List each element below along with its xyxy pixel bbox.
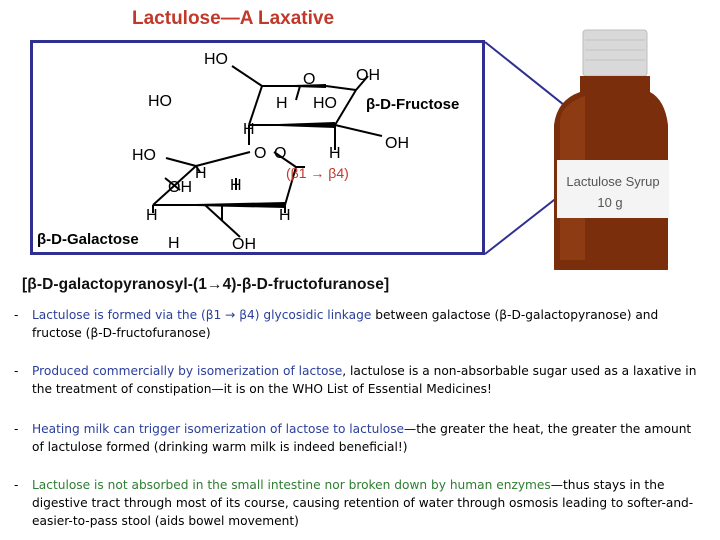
bullet-item: - Heating milk can trigger isomerization… xyxy=(14,422,692,454)
body-text: between galactose (β-D-galactopyranose) … xyxy=(32,308,659,340)
atom-ho: HO xyxy=(204,51,228,68)
highlight-text: Lactulose is formed via the (β1 → β4) gl… xyxy=(32,308,372,322)
glycosidic-linkage-label: (β1 → β4) xyxy=(286,165,349,181)
atom-h: H xyxy=(243,121,255,138)
atom-h: H xyxy=(146,207,158,224)
highlight-text: Lactulose is not absorbed in the small i… xyxy=(32,478,551,492)
page-title: Lactulose—A Laxative xyxy=(132,8,335,29)
bullet-item: - Lactulose is formed via the (β1 → β4) … xyxy=(14,308,659,340)
bullet-item: - Lactulose is not absorbed in the small… xyxy=(14,478,694,528)
atom-oh: OH xyxy=(356,67,380,84)
iupac-name: [β-D-galactopyranosyl-(1→4)-β-D-fructofu… xyxy=(22,276,390,293)
atom-o: O xyxy=(274,145,286,162)
atom-h: H xyxy=(230,177,242,194)
highlight-text: Heating milk can trigger isomerization o… xyxy=(32,422,405,436)
atom-oh: OH xyxy=(232,236,256,253)
bottle-label-line1: Lactulose Syrup xyxy=(566,174,659,189)
body-text: —thus stays in the digestive tract throu… xyxy=(32,478,694,528)
lactulose-bottle-image xyxy=(554,29,669,270)
body-text: —the greater the heat, the greater the a… xyxy=(32,422,692,454)
atom-ho: HO xyxy=(148,93,172,110)
structure-frame xyxy=(30,40,485,255)
bottle-label xyxy=(557,160,669,218)
atom-h: H xyxy=(279,207,291,224)
bottle-label-line2: 10 g xyxy=(597,195,622,210)
atom-oh: OH xyxy=(168,179,192,196)
lactulose-structure-diagram: Lactulose Syrup 10 g HO O xyxy=(37,29,669,270)
atom-h: H xyxy=(329,145,341,162)
atom-ho: HO xyxy=(132,147,156,164)
atom-o: O xyxy=(254,145,266,162)
fructose-label: β-D-Fructose xyxy=(366,96,459,113)
atom-oh: OH xyxy=(385,135,409,152)
bullet-item: - Produced commercially by isomerization… xyxy=(14,364,697,396)
galactose-label: β-D-Galactose xyxy=(37,231,139,248)
bottle-cap xyxy=(582,29,648,77)
atom-o: O xyxy=(303,71,315,88)
atom-ho: HO xyxy=(313,95,337,112)
atom-h: H xyxy=(276,95,288,112)
atom-h: H xyxy=(168,235,180,252)
atom-h: H xyxy=(195,165,207,182)
body-text: , lactulose is a non-absorbable sugar us… xyxy=(32,364,697,396)
highlight-text: Produced commercially by isomerization o… xyxy=(32,364,343,378)
